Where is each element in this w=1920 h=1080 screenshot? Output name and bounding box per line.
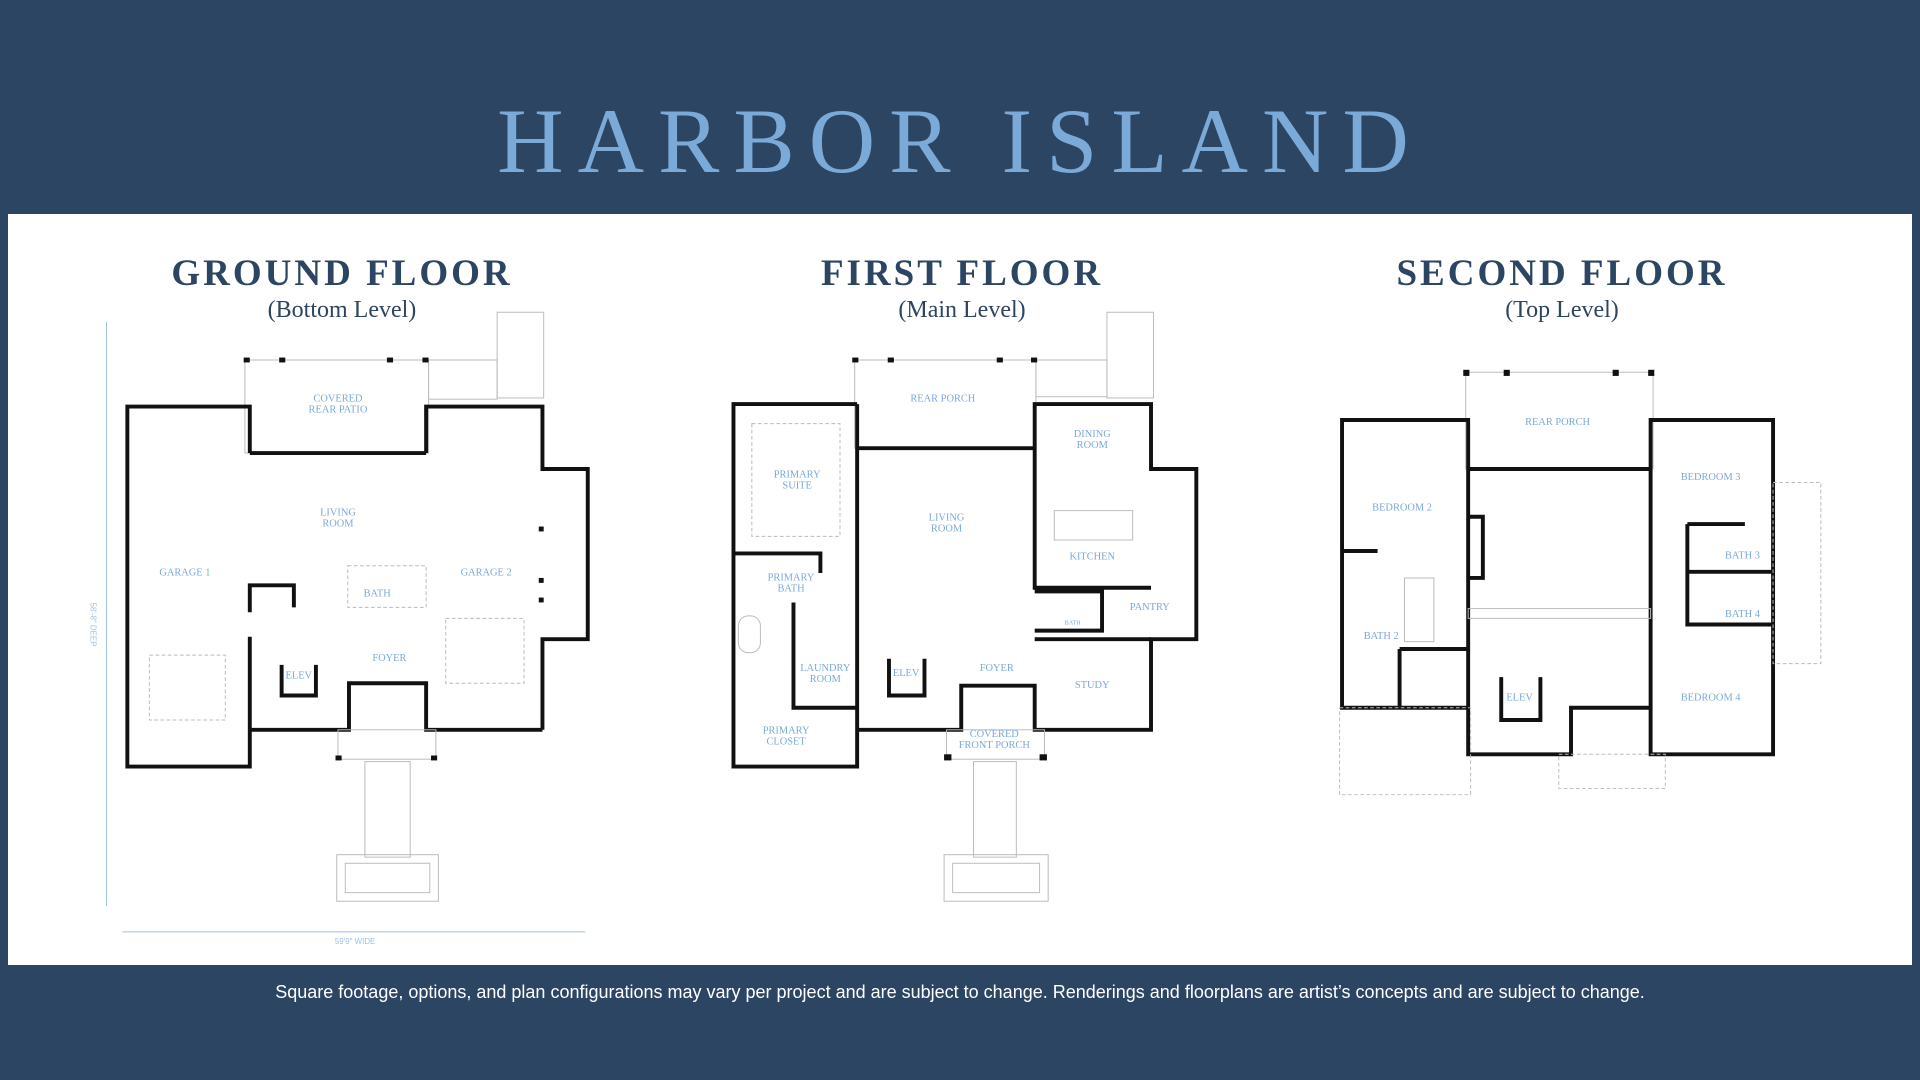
- first-floor-plan: REAR PORCH DINING ROOM PRIMARY SUITE LIV…: [731, 311, 1199, 902]
- floorplan-panel: [8, 214, 1912, 965]
- garage2-parking: [445, 617, 525, 684]
- disclaimer: Square footage, options, and plan config…: [275, 982, 1645, 1002]
- shower: [1404, 577, 1435, 643]
- room-label: STUDY: [1075, 680, 1110, 691]
- second-interior-walls: [1342, 514, 1774, 722]
- room-label: BEDROOM 4: [1681, 692, 1742, 703]
- room-label: SUITE: [782, 481, 811, 492]
- second-posts: [1463, 369, 1655, 376]
- second-hall-rail: [1467, 608, 1652, 619]
- first-posts: [852, 357, 1047, 761]
- room-label: ROOM: [810, 674, 841, 685]
- ground-interior-walls: [247, 583, 318, 698]
- room-label: ELEV: [893, 668, 920, 679]
- room-label: BATH: [1065, 620, 1082, 626]
- floor-name: GROUND FLOOR: [171, 253, 513, 294]
- rear-stairs: [1106, 311, 1154, 399]
- room-label: COVERED: [313, 394, 363, 405]
- depth-dimension-label: 58'-8" DEEP: [89, 602, 98, 646]
- first-interior-walls: [733, 551, 1152, 710]
- room-label: FOYER: [372, 653, 406, 664]
- floor-subtitle: (Top Level): [1505, 297, 1619, 323]
- second-walls: [1340, 418, 1776, 757]
- room-label: CLOSET: [766, 736, 806, 747]
- room-label: REAR PORCH: [910, 394, 975, 405]
- room-label: BEDROOM 2: [1372, 503, 1432, 514]
- primary-suite-rug: [751, 423, 841, 537]
- front-step-base: [943, 854, 1049, 902]
- room-label: GARAGE 2: [461, 568, 512, 579]
- room-label: BATH: [777, 583, 805, 594]
- rear-stair-landing: [1035, 359, 1108, 398]
- ground-floor-heading: GROUND FLOOR (Bottom Level): [62, 252, 622, 324]
- room-label: PRIMARY: [774, 470, 821, 481]
- second-floor-plan: REAR PORCH BEDROOM 2 BEDROOM 3 BATH 3 BA…: [1339, 369, 1822, 796]
- rear-stair-landing: [428, 359, 498, 400]
- front-deck: [1558, 753, 1666, 790]
- kitchen-island: [1053, 510, 1134, 541]
- room-label: BATH: [364, 588, 392, 599]
- garage1-parking: [148, 654, 226, 721]
- room-label: FOYER: [980, 663, 1014, 674]
- room-label: BATH 4: [1725, 609, 1761, 620]
- side-deck: [1772, 481, 1822, 665]
- room-label: LIVING: [929, 512, 965, 523]
- room-label: FRONT PORCH: [959, 740, 1031, 751]
- front-stairs: [972, 761, 1017, 858]
- ground-bath-outline: [347, 565, 427, 608]
- ground-walls: [125, 404, 590, 769]
- ground-posts: [243, 357, 544, 761]
- front-step-inner: [344, 862, 431, 894]
- room-label: LAUNDRY: [800, 663, 851, 674]
- bath2-deck: [1339, 707, 1472, 796]
- front-stairs: [364, 761, 411, 858]
- page-title: HARBOR ISLAND: [497, 90, 1423, 192]
- front-landing: [946, 729, 1045, 760]
- rear-stairs: [496, 311, 545, 399]
- room-label: BATH 2: [1364, 631, 1399, 642]
- room-label: ROOM: [931, 523, 962, 534]
- width-dimension-label: 59'9" WIDE: [335, 937, 376, 946]
- floor-name: SECOND FLOOR: [1396, 253, 1728, 294]
- room-label: LIVING: [320, 508, 356, 519]
- room-label: ROOM: [322, 519, 353, 530]
- room-label: KITCHEN: [1069, 552, 1115, 563]
- room-label: COVERED: [970, 729, 1020, 740]
- room-label: REAR PATIO: [309, 405, 368, 416]
- front-step-inner: [952, 862, 1041, 894]
- floor-name: FIRST FLOOR: [820, 253, 1104, 294]
- front-step-base: [336, 854, 439, 902]
- floor-subtitle: (Main Level): [898, 297, 1026, 323]
- room-label: GARAGE 1: [159, 568, 210, 579]
- floor-subtitle: (Bottom Level): [267, 297, 417, 323]
- room-label: BEDROOM 3: [1681, 472, 1741, 483]
- room-label: REAR PORCH: [1525, 417, 1590, 428]
- room-label: ELEV: [1506, 692, 1533, 703]
- room-label: PRIMARY: [768, 572, 815, 583]
- room-label: PRIMARY: [763, 725, 810, 736]
- first-floor-heading: FIRST FLOOR (Main Level): [682, 252, 1242, 324]
- second-floor-heading: SECOND FLOOR (Top Level): [1282, 252, 1842, 324]
- room-label: BATH 3: [1725, 550, 1760, 561]
- room-label: ELEV: [286, 670, 313, 681]
- room-label: PANTRY: [1130, 602, 1171, 613]
- room-label: DINING: [1074, 429, 1111, 440]
- ground-floor-plan: COVERED REAR PATIO LIVING ROOM GARAGE 1 …: [89, 311, 590, 946]
- front-landing: [337, 729, 437, 760]
- room-label: ROOM: [1077, 440, 1108, 451]
- bathtub: [737, 615, 761, 654]
